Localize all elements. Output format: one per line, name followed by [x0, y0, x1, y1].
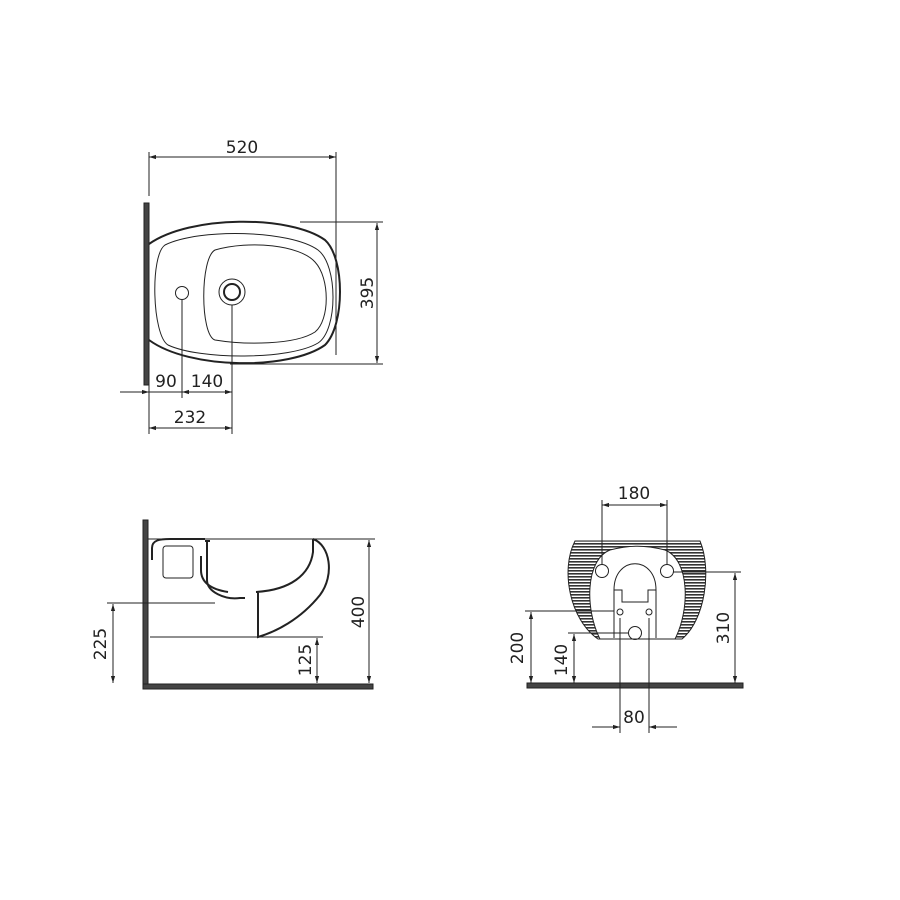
- dim-bolt-height: 310: [714, 612, 734, 644]
- top-view: 520 395 90 140 232: [120, 138, 383, 434]
- side-view: 400 225 125: [91, 519, 375, 690]
- dim-bolt-spacing: 180: [618, 484, 650, 504]
- drain-inner: [223, 283, 241, 301]
- supply-hole-left: [616, 608, 624, 616]
- dim-hole-spacing: 140: [191, 372, 223, 392]
- dim-length: 520: [226, 138, 258, 158]
- waste-hole: [628, 626, 642, 640]
- bowl-outline: [203, 244, 327, 344]
- wall-section: [142, 519, 149, 689]
- floor-section: [526, 682, 744, 689]
- rear-profile: [151, 538, 245, 600]
- rear-arch: [613, 563, 657, 638]
- tap-hole: [175, 286, 189, 300]
- waste-pipe: [200, 540, 229, 593]
- dim-height: 400: [349, 596, 369, 628]
- dim-bottom-clearance: 125: [296, 644, 316, 676]
- bidet-rim-outline: [154, 233, 334, 357]
- dim-waste-height: 140: [552, 644, 572, 676]
- bidet-outer-outline: [148, 220, 341, 365]
- drain-outer: [218, 278, 246, 306]
- concealed-bracket: [162, 545, 194, 579]
- dim-width: 395: [358, 277, 378, 309]
- dim-hole-offset: 90: [155, 372, 177, 392]
- supply-hole-right: [645, 608, 653, 616]
- dim-waste-height: 225: [91, 628, 111, 660]
- bowl-profile: [255, 538, 330, 639]
- front-view: 180 310 200 140 80: [508, 484, 744, 733]
- dim-supply-spacing: 80: [623, 708, 645, 728]
- bracket-recess: [614, 589, 656, 603]
- bidet-front-inner: [589, 545, 686, 640]
- dim-drain-offset: 232: [174, 408, 206, 428]
- dim-supply-height: 200: [508, 632, 528, 664]
- floor-section: [142, 683, 374, 690]
- wall-section: [143, 202, 150, 386]
